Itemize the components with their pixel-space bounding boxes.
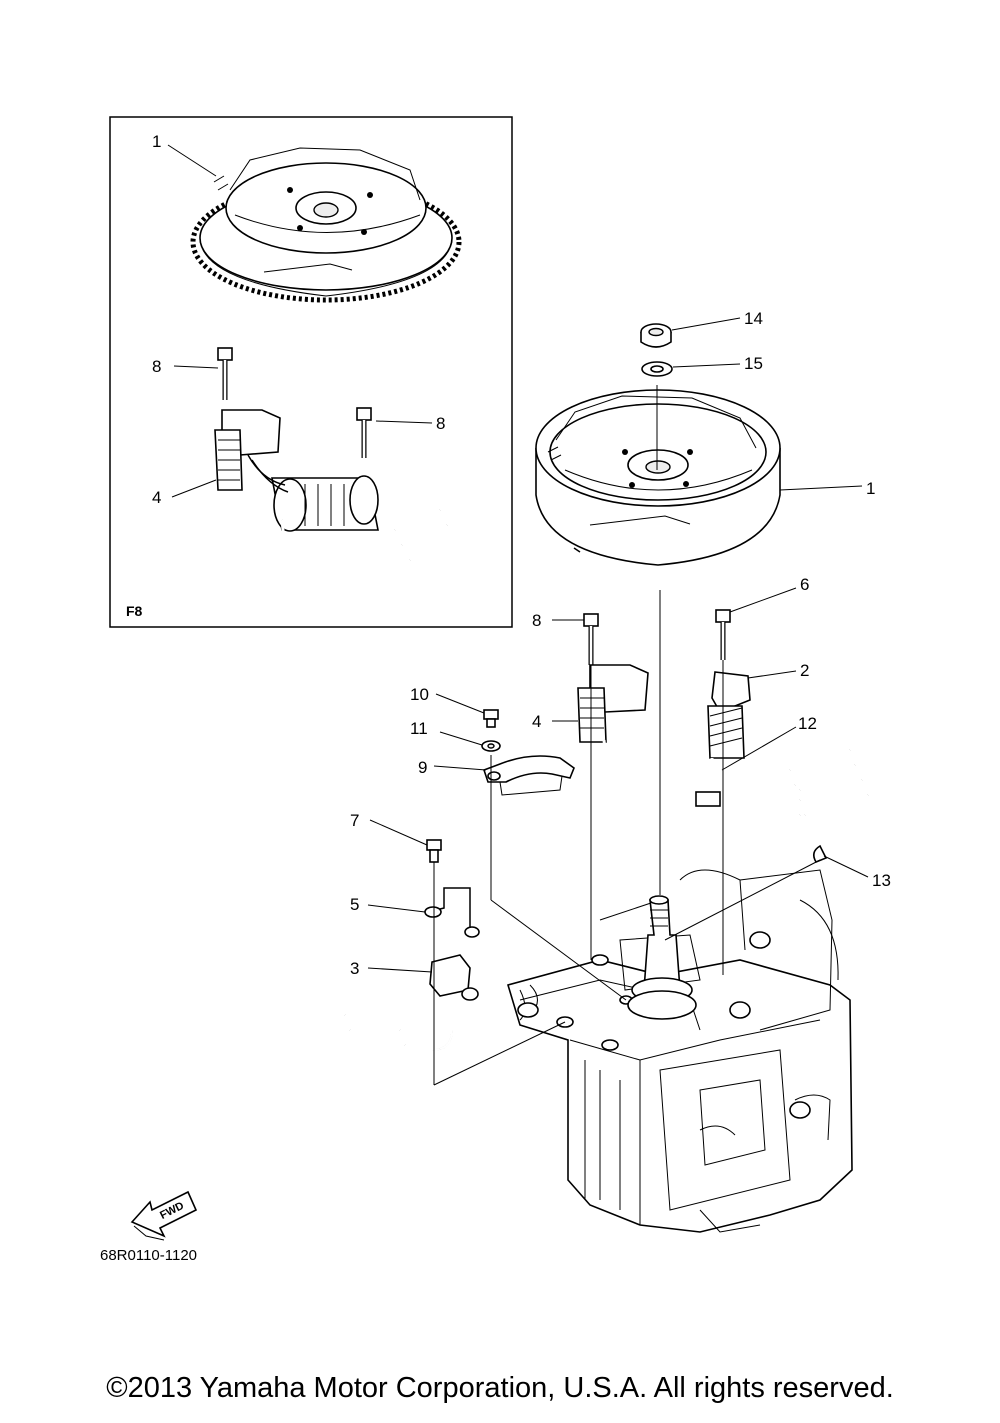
washer-11 xyxy=(481,740,501,752)
callout-2: 2 xyxy=(800,661,809,680)
inset-label: F8 xyxy=(126,603,143,619)
flywheel xyxy=(535,389,781,566)
fwd-arrow-icon: FWD xyxy=(130,1190,198,1241)
assembly-lines xyxy=(433,385,821,1086)
inset-panel: F8 xyxy=(109,116,513,628)
callout-8: 8 xyxy=(532,611,541,630)
rectifier-3 xyxy=(344,954,479,1051)
callout-inset-4: 4 xyxy=(152,488,161,507)
callout-7: 7 xyxy=(350,811,359,830)
flywheel-nut xyxy=(640,323,672,348)
inset-flywheel xyxy=(190,147,462,303)
callout-14: 14 xyxy=(744,309,763,328)
callout-10: 10 xyxy=(410,685,429,704)
bolt-8 xyxy=(583,613,599,665)
charge-coil xyxy=(577,664,701,804)
diagram-code: 68R0110-1120 xyxy=(100,1247,197,1264)
inset-coil-assembly xyxy=(214,409,449,600)
copyright-notice: ©2013 Yamaha Motor Corporation, U.S.A. A… xyxy=(106,1372,894,1404)
leader-lines xyxy=(367,317,869,973)
callout-inset-8b: 8 xyxy=(436,414,445,433)
inset-bolt-right xyxy=(356,407,372,458)
callout-1: 1 xyxy=(866,479,875,498)
engine-block xyxy=(506,869,853,1233)
pulser-coil xyxy=(695,671,801,847)
callout-5: 5 xyxy=(350,895,359,914)
callout-15: 15 xyxy=(744,354,763,373)
lead-connectors xyxy=(788,746,870,819)
woodruff-key-13 xyxy=(812,844,828,863)
callout-9: 9 xyxy=(418,758,427,777)
clamp-9 xyxy=(482,755,575,796)
callout-11: 11 xyxy=(410,719,428,738)
callout-3: 3 xyxy=(350,959,359,978)
callout-inset-8a: 8 xyxy=(152,357,161,376)
crankshaft xyxy=(627,895,697,1020)
bolt-10 xyxy=(483,709,499,728)
flywheel-washer xyxy=(641,361,673,377)
callout-6: 6 xyxy=(800,575,809,594)
callout-12: 12 xyxy=(798,714,817,733)
callout-13: 13 xyxy=(872,871,891,890)
bolt-6 xyxy=(715,609,731,660)
bracket-5 xyxy=(424,887,480,938)
callout-4: 4 xyxy=(532,712,541,731)
inset-bolt-left xyxy=(217,347,233,400)
bolt-7 xyxy=(426,839,442,863)
callout-inset-1: 1 xyxy=(152,132,161,151)
